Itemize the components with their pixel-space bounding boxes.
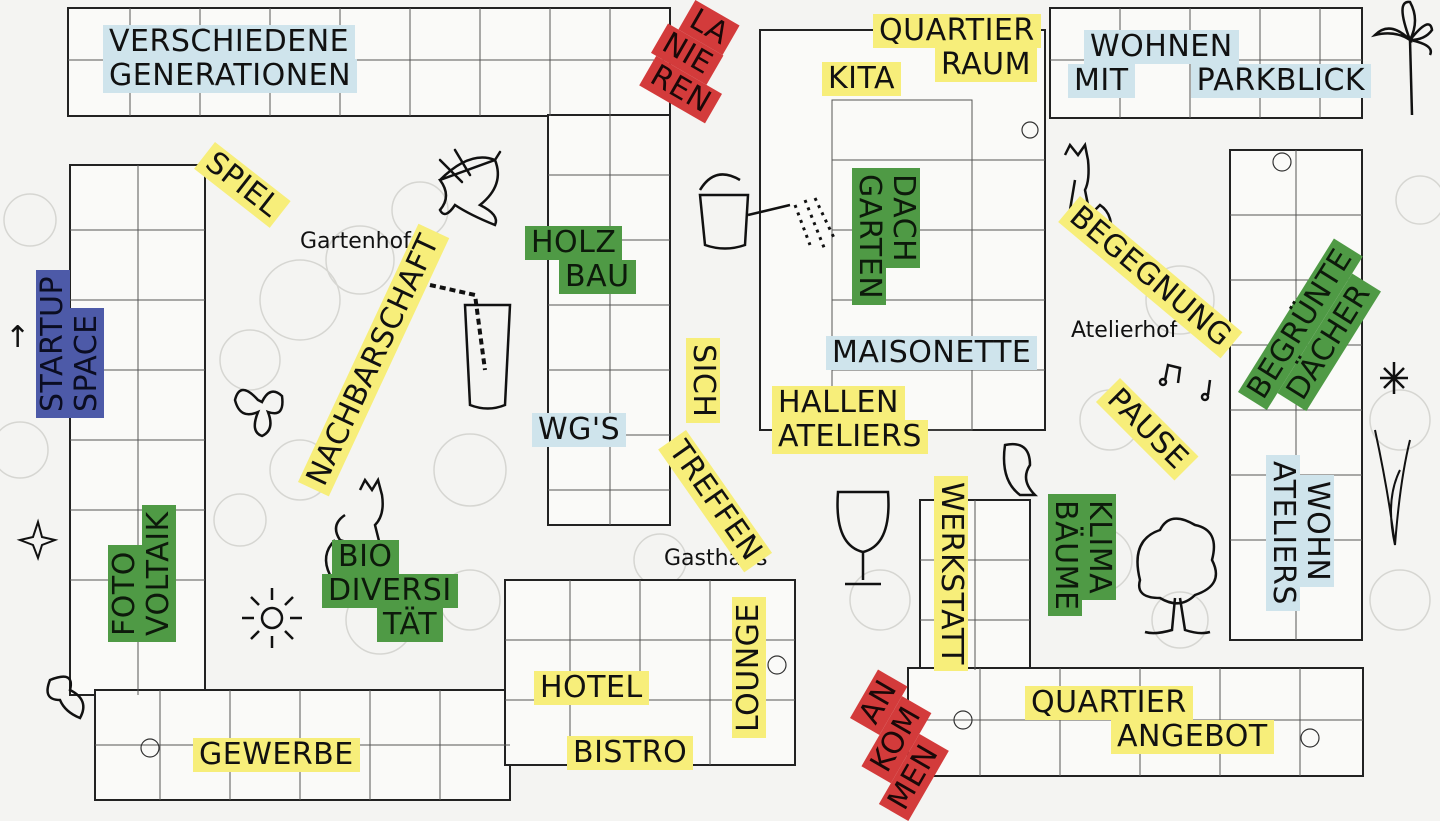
- label-quartier-raum: QUARTIER RAUM: [873, 14, 1041, 82]
- label-hallen-ateliers: HALLEN ATELIERS: [772, 386, 928, 454]
- label-lounge: LOUNGE: [731, 597, 766, 738]
- music-notes-icon: [1158, 363, 1212, 402]
- arrow-up-icon: ↑: [5, 320, 31, 355]
- label-klima-baeume: KLIMA BÄUME: [1048, 494, 1117, 617]
- label-maisonette: MAISONETTE: [826, 336, 1038, 370]
- label-dach-garten: DACH GARTEN: [852, 168, 921, 306]
- label-werkstatt: WERKSTATT: [934, 476, 969, 671]
- label-startup-space: STARTUP SPACE: [35, 269, 104, 418]
- place-gartenhof: Gartenhof: [300, 229, 411, 254]
- label-quartier-angebot: QUARTIER ANGEBOT: [1025, 686, 1274, 754]
- stairwell-marks: [140, 121, 1320, 758]
- palm-icon: [1370, 0, 1434, 116]
- label-foto-voltaik: FOTO VOLTAIK: [107, 505, 176, 642]
- label-bio-diversitaet: BIO DIVERSI TÄT: [322, 540, 458, 642]
- label-verschiedene-generationen: VERSCHIEDENE GENERATIONEN: [103, 25, 358, 93]
- label-gewerbe: GEWERBE: [193, 738, 360, 772]
- flower-icon: [242, 588, 302, 648]
- star-icon: [16, 518, 59, 562]
- label-bistro: BISTRO: [567, 736, 694, 770]
- drink-glass-icon: [429, 283, 512, 410]
- squiggle-icon: [46, 442, 1039, 720]
- tree-icon: [1136, 517, 1218, 635]
- label-wgs: WG'S: [532, 413, 627, 447]
- label-wohnen-mit-parkblick: WOHNEN: [1068, 30, 1239, 64]
- wine-glass-icon: [836, 490, 890, 586]
- label-wohn-ateliers: WOHN ATELIERS: [1266, 455, 1335, 611]
- watering-can-icon: [698, 173, 837, 251]
- label-hotel: HOTEL: [534, 671, 649, 705]
- label-holz-bau: HOLZ BAU: [525, 226, 636, 294]
- place-atelierhof: Atelierhof: [1071, 318, 1178, 343]
- label-sich-treffen: SICH: [686, 338, 721, 424]
- label-wohnen-mit-parkblick-line2: MIT PARKBLICK: [1068, 64, 1372, 98]
- grass-icon: [1374, 429, 1411, 546]
- butterfly-icon: [233, 388, 284, 438]
- bird-icon: [437, 148, 502, 227]
- label-kita: KITA: [822, 62, 902, 96]
- star-icon: [1380, 362, 1408, 394]
